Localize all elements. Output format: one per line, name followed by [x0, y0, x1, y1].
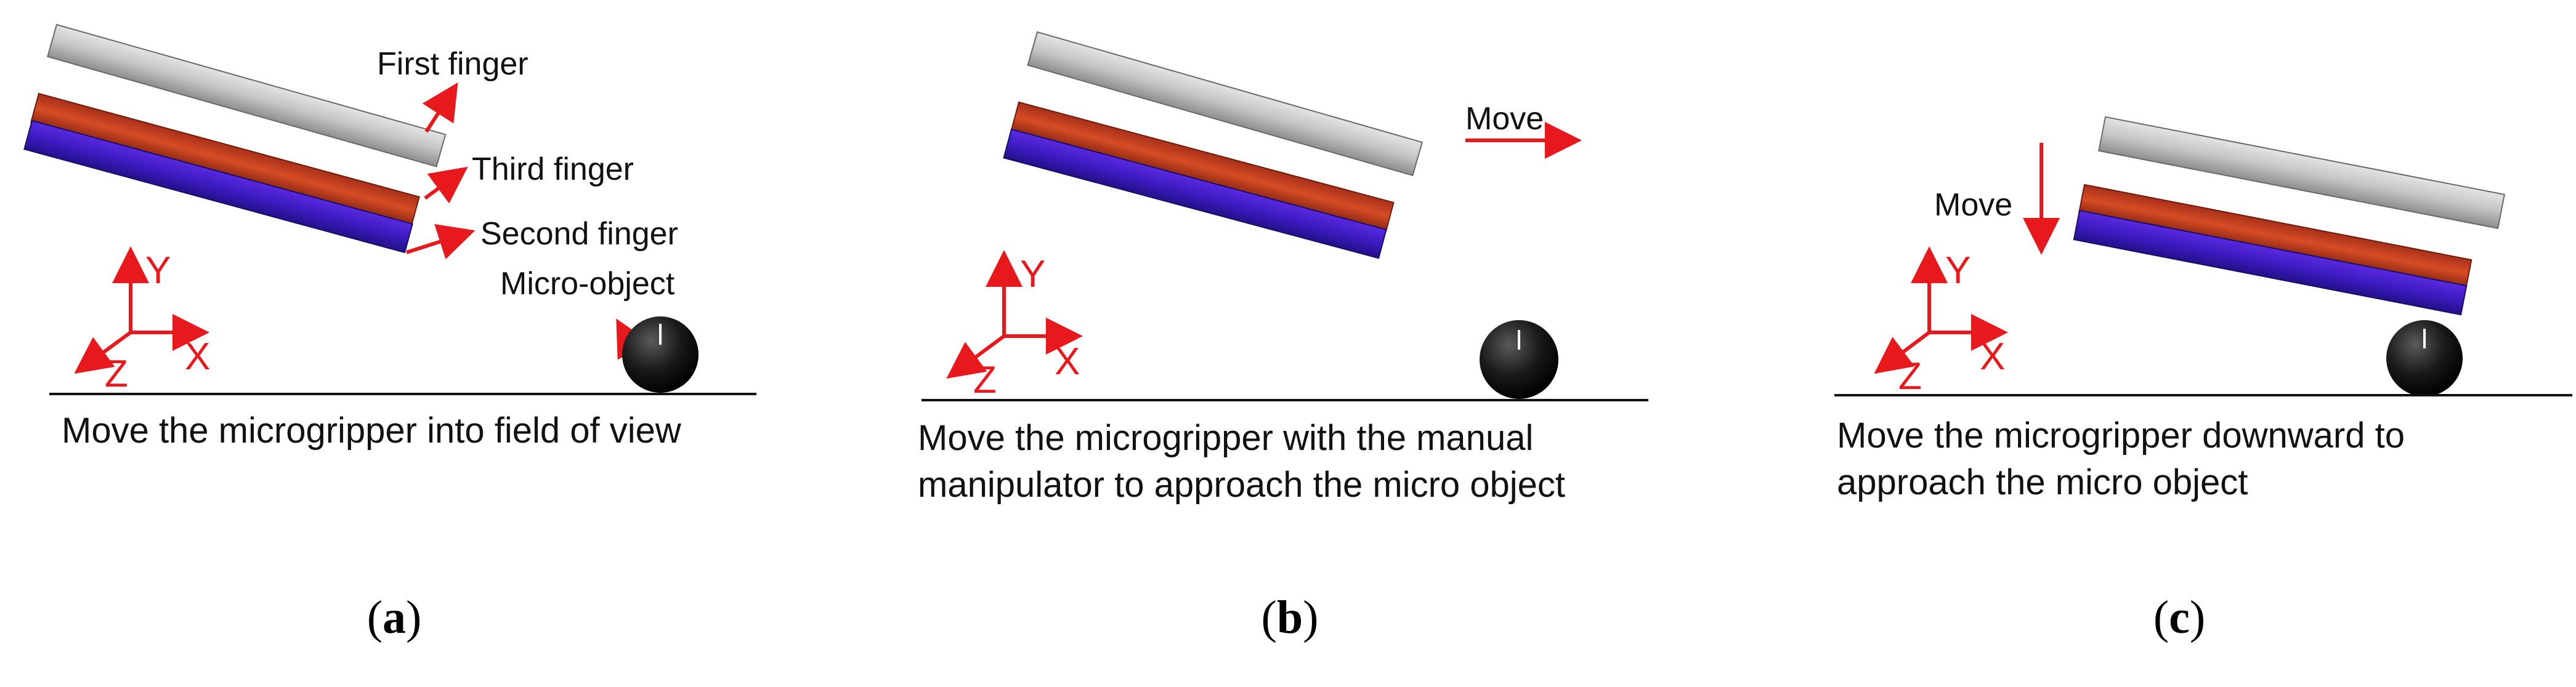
micro-object	[622, 316, 699, 393]
caption-c: Move the microgripper downward to approa…	[1837, 412, 2405, 506]
first-finger-label: First finger	[377, 46, 529, 82]
sub-label-b: (b)	[1261, 592, 1319, 643]
micro-object	[2386, 320, 2463, 396]
caption-a: Move the microgripper into field of view	[62, 408, 681, 454]
micro-object	[1480, 320, 1558, 399]
second-finger	[2073, 209, 2468, 316]
first-finger	[1027, 31, 1424, 177]
panel-b: Move Y X Z Move the microgripper with th…	[859, 0, 1717, 687]
coordinate-axes: Y X Z	[1874, 246, 2008, 398]
sub-label-a: (a)	[367, 592, 422, 643]
third-finger-label: Third finger	[472, 151, 634, 187]
caption-line: manipulator to approach the micro object	[918, 465, 1566, 505]
second-finger-label: Second finger	[480, 216, 678, 252]
micro-object-label: Micro-object	[500, 266, 675, 302]
z-axis-arrow	[1874, 331, 1930, 374]
move-label: Move	[1934, 187, 2012, 223]
x-axis-label: X	[185, 335, 210, 378]
caption-b: Move the microgripper with the manual ma…	[918, 415, 1565, 508]
sub-label-c: (c)	[2153, 592, 2206, 643]
first-finger	[2098, 116, 2506, 230]
first-finger	[47, 23, 447, 167]
y-axis-label: Y	[145, 249, 171, 292]
panel-a: First finger Third finger Second finger …	[0, 0, 859, 687]
first-finger-pointer-arrow	[422, 82, 458, 133]
second-finger	[23, 119, 413, 254]
z-axis-label: Z	[973, 359, 997, 401]
caption-line: approach the micro object	[1837, 462, 2248, 502]
caption-line: Move the microgripper into field of view	[62, 411, 681, 451]
caption-line: Move the microgripper with the manual	[918, 418, 1534, 458]
z-axis-label: Z	[1898, 355, 1922, 398]
y-axis-label: Y	[1020, 253, 1045, 295]
z-axis-arrow	[74, 331, 132, 374]
panel-c: Move Y X Z Move the microgripper downwar…	[1717, 0, 2576, 687]
z-axis-arrow	[946, 334, 1005, 379]
third-finger-pointer-arrow	[424, 166, 468, 204]
panel-c-scene: Move Y X Z	[1834, 116, 2572, 398]
caption-line: Move the microgripper downward to	[1837, 416, 2405, 456]
z-axis-label: Z	[105, 353, 128, 395]
second-finger-pointer-arrow	[406, 224, 476, 260]
panel-a-scene: First finger Third finger Second finger …	[23, 23, 756, 395]
y-axis-label: Y	[1945, 249, 1970, 292]
coordinate-axes: Y X Z	[74, 246, 210, 395]
x-axis-label: X	[1980, 335, 2005, 378]
move-label: Move	[1465, 101, 1544, 137]
coordinate-axes: Y X Z	[946, 250, 1083, 401]
panel-b-scene: Move Y X Z	[921, 31, 1648, 401]
second-finger	[1003, 128, 1387, 259]
x-axis-label: X	[1055, 340, 1080, 383]
